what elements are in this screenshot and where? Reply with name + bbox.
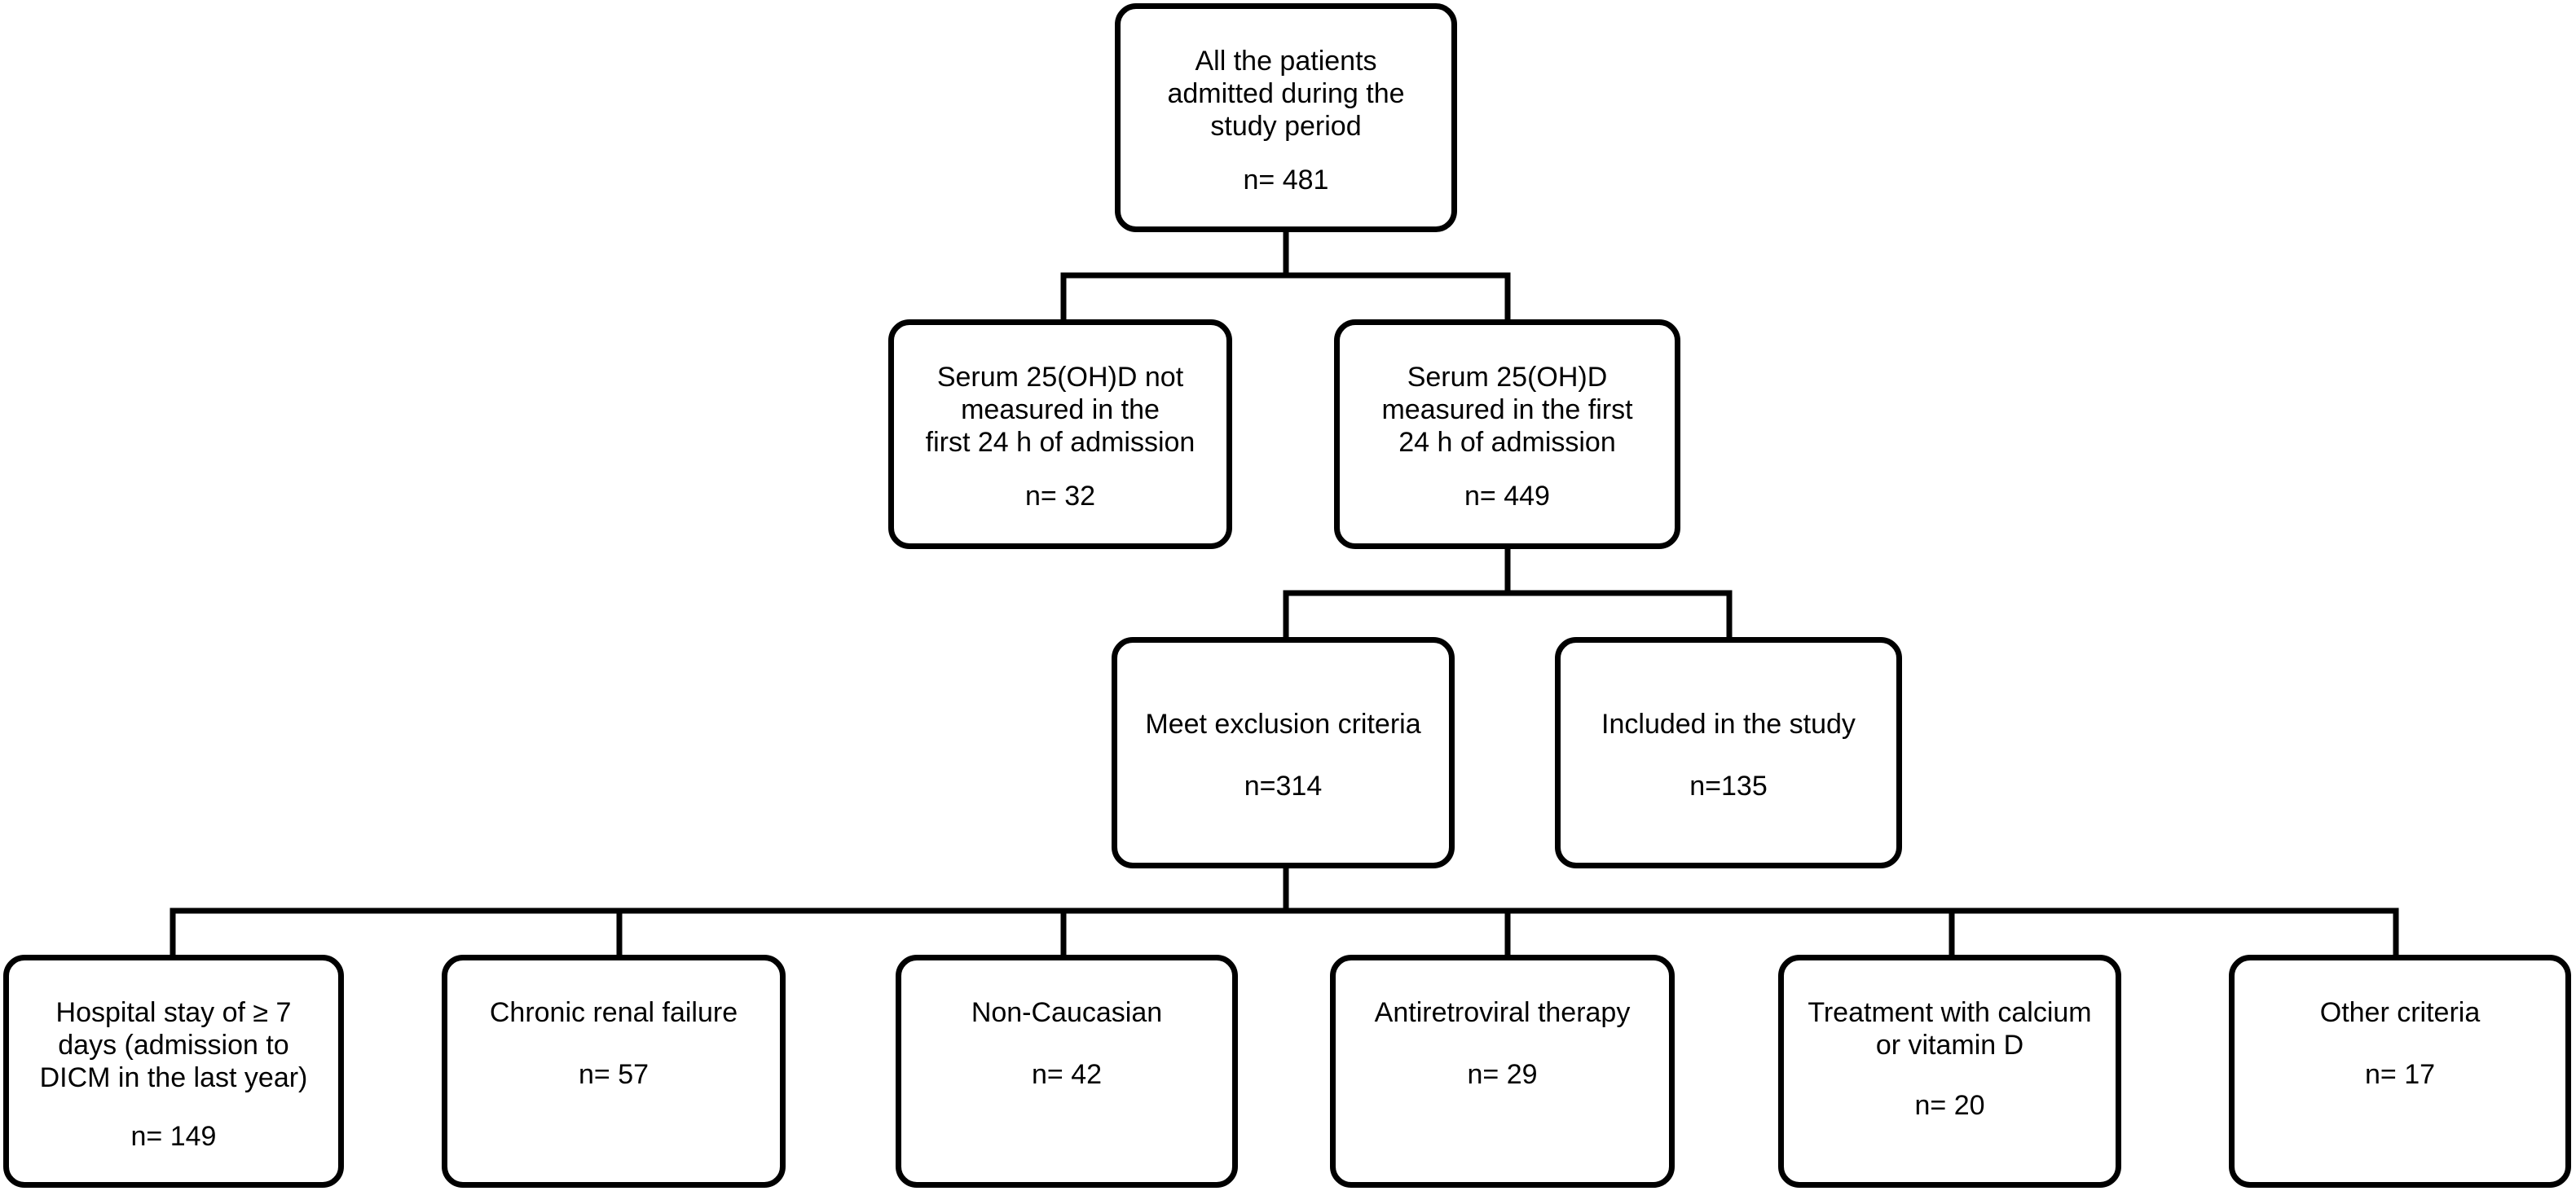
included-box: Included in the study n=135: [1555, 637, 1902, 868]
exclusion-box: Meet exclusion criteria n=314: [1112, 637, 1455, 868]
criteria-label: Antiretroviral therapy: [1374, 997, 1631, 1028]
criteria-label: Chronic renal failure: [489, 997, 738, 1028]
criteria-count: n= 149: [130, 1121, 217, 1152]
root-count: n= 481: [1243, 165, 1329, 196]
not-measured-box: Serum 25(OH)D not measured in the first …: [888, 319, 1232, 549]
criteria-count: n= 42: [1031, 1059, 1103, 1090]
criteria-box-antiretroviral: Antiretroviral therapy n= 29: [1330, 955, 1675, 1188]
criteria-box-non-caucasian: Non-Caucasian n= 42: [896, 955, 1238, 1188]
criteria-box-hospital-stay: Hospital stay of ≥ 7 days (admission to …: [3, 955, 344, 1188]
measured-box: Serum 25(OH)D measured in the first 24 h…: [1334, 319, 1680, 549]
criteria-count: n= 29: [1467, 1059, 1538, 1090]
criteria-label: Treatment with calcium or vitamin D: [1808, 997, 2092, 1061]
criteria-label: Non-Caucasian: [971, 997, 1163, 1028]
included-count: n=135: [1689, 771, 1768, 802]
exclusion-label: Meet exclusion criteria: [1145, 709, 1421, 740]
criteria-label: Hospital stay of ≥ 7 days (admission to …: [39, 997, 308, 1093]
not-measured-count: n= 32: [1024, 481, 1096, 512]
root-label: All the patients admitted during the stu…: [1167, 46, 1405, 142]
included-label: Included in the study: [1601, 709, 1856, 740]
criteria-box-calcium-vitamin-d: Treatment with calcium or vitamin D n= 2…: [1778, 955, 2121, 1188]
criteria-box-renal-failure: Chronic renal failure n= 57: [442, 955, 786, 1188]
not-measured-label: Serum 25(OH)D not measured in the first …: [925, 362, 1196, 458]
criteria-label: Other criteria: [2319, 997, 2481, 1028]
measured-label: Serum 25(OH)D measured in the first 24 h…: [1381, 362, 1633, 458]
criteria-count: n= 57: [578, 1059, 650, 1090]
criteria-count: n= 20: [1914, 1090, 1985, 1121]
measured-count: n= 449: [1464, 481, 1550, 512]
criteria-box-other: Other criteria n= 17: [2229, 955, 2571, 1188]
root-box: All the patients admitted during the stu…: [1115, 3, 1457, 232]
exclusion-count: n=314: [1244, 771, 1323, 802]
criteria-count: n= 17: [2364, 1059, 2436, 1090]
